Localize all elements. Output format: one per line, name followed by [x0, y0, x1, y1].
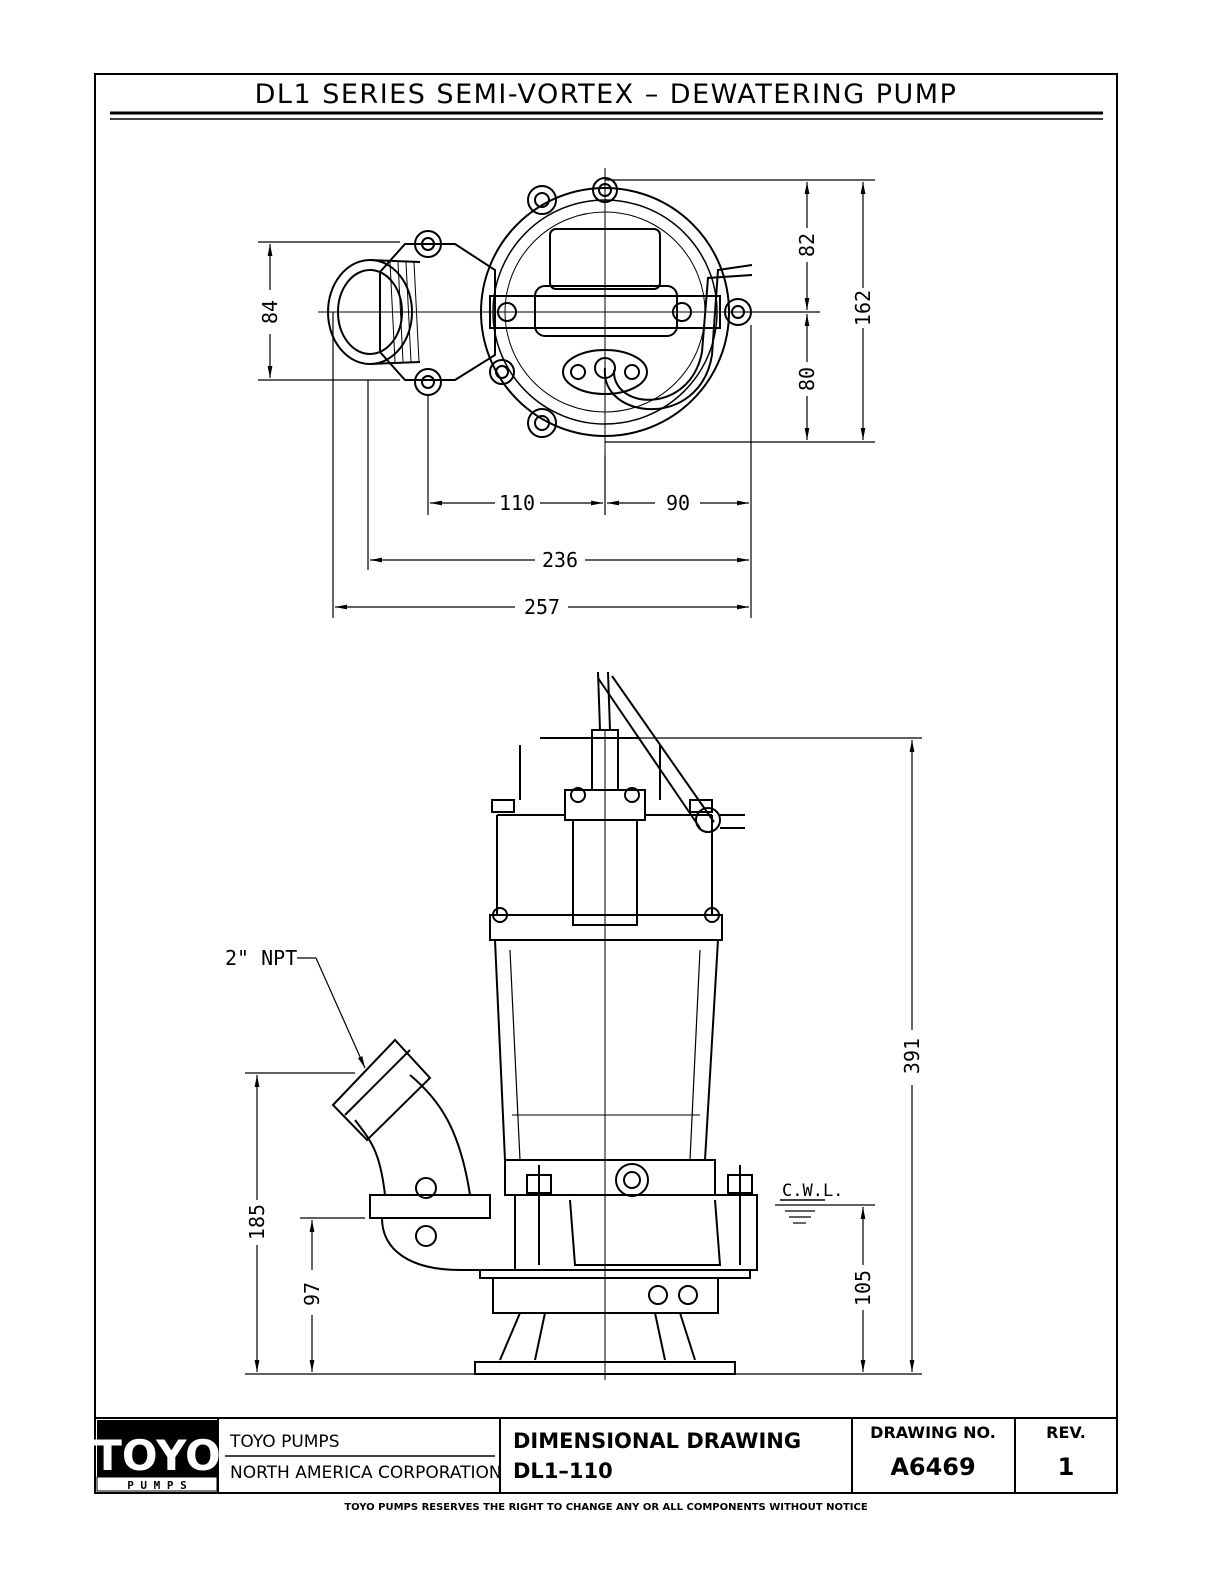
dim-97: 97: [300, 1282, 324, 1306]
dim-80: 80: [795, 367, 819, 391]
npt-callout: 2" NPT: [225, 946, 297, 970]
dim-257: 257: [524, 595, 560, 619]
rev-label: REV.: [1046, 1423, 1086, 1442]
dim-236: 236: [542, 548, 578, 572]
dim-82: 82: [795, 233, 819, 257]
logo-sub: P U M P S: [127, 1479, 187, 1492]
dim-84: 84: [258, 300, 282, 324]
drawing-type: DIMENSIONAL DRAWING: [513, 1429, 801, 1453]
company-line2: NORTH AMERICA CORPORATION: [230, 1463, 502, 1483]
drawing-no: A6469: [890, 1453, 975, 1481]
footer-note: TOYO PUMPS RESERVES THE RIGHT TO CHANGE …: [344, 1502, 867, 1513]
drawing-title: DL1 SERIES SEMI-VORTEX – DEWATERING PUMP: [255, 79, 958, 110]
drawing-no-label: DRAWING NO.: [870, 1423, 996, 1442]
dim-162: 162: [851, 290, 875, 326]
company-line1: TOYO PUMPS: [229, 1432, 339, 1452]
cwl-label: C.W.L.: [782, 1181, 843, 1201]
rev-value: 1: [1058, 1453, 1075, 1481]
dim-391: 391: [900, 1038, 924, 1074]
dim-185: 185: [245, 1204, 269, 1240]
logo-text: TOYO: [93, 1431, 220, 1480]
dim-110: 110: [499, 491, 535, 515]
model-number: DL1–110: [513, 1459, 613, 1483]
top-view: [318, 168, 780, 455]
dim-105: 105: [851, 1270, 875, 1306]
side-view: [333, 672, 757, 1380]
dim-90: 90: [666, 491, 690, 515]
